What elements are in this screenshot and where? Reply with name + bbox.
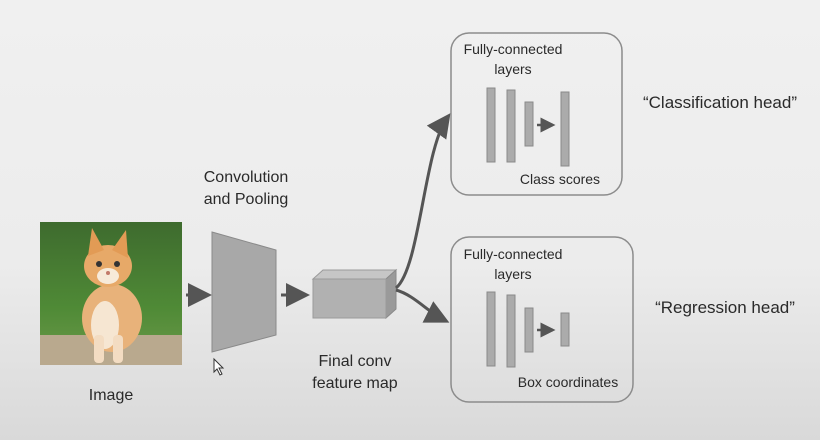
classification-box-title-line2: layers: [494, 61, 532, 77]
fc-bar: [524, 101, 534, 147]
regression-box-title-line2: layers: [494, 266, 532, 282]
class-scores-label: Class scores: [519, 171, 601, 187]
arrow-to-regression: [395, 288, 450, 323]
fc-bar: [506, 294, 516, 368]
regression-fc-layers: [486, 291, 570, 368]
fc-bar: [486, 87, 496, 163]
regression-box: [450, 236, 634, 403]
fc-bar: [506, 89, 516, 163]
mouse-cursor-icon: [213, 357, 225, 376]
conv-label-line2: and Pooling: [203, 191, 289, 208]
cat-image: [40, 222, 182, 365]
conv-pooling-block: [211, 231, 277, 353]
regression-head-label: “Regression head”: [655, 298, 795, 317]
fc-bar: [560, 91, 570, 167]
regression-box-title-line1: Fully-connected: [463, 246, 563, 262]
feature-map-label-line1: Final conv: [318, 353, 392, 370]
feature-map-block: [311, 268, 398, 320]
feature-map-label-line2: feature map: [312, 375, 398, 392]
fc-bar: [486, 291, 496, 367]
image-label: Image: [88, 387, 134, 404]
classification-box-title-line1: Fully-connected: [463, 41, 563, 57]
conv-label-line1: Convolution: [203, 169, 289, 186]
arrow-to-classification: [394, 113, 451, 290]
box-coordinates-label: Box coordinates: [517, 374, 619, 390]
fc-bar: [560, 312, 570, 347]
fc-bar: [524, 307, 534, 353]
classification-fc-layers: [486, 87, 570, 167]
classification-box: [450, 32, 623, 196]
classification-head-label: “Classification head”: [642, 93, 797, 112]
